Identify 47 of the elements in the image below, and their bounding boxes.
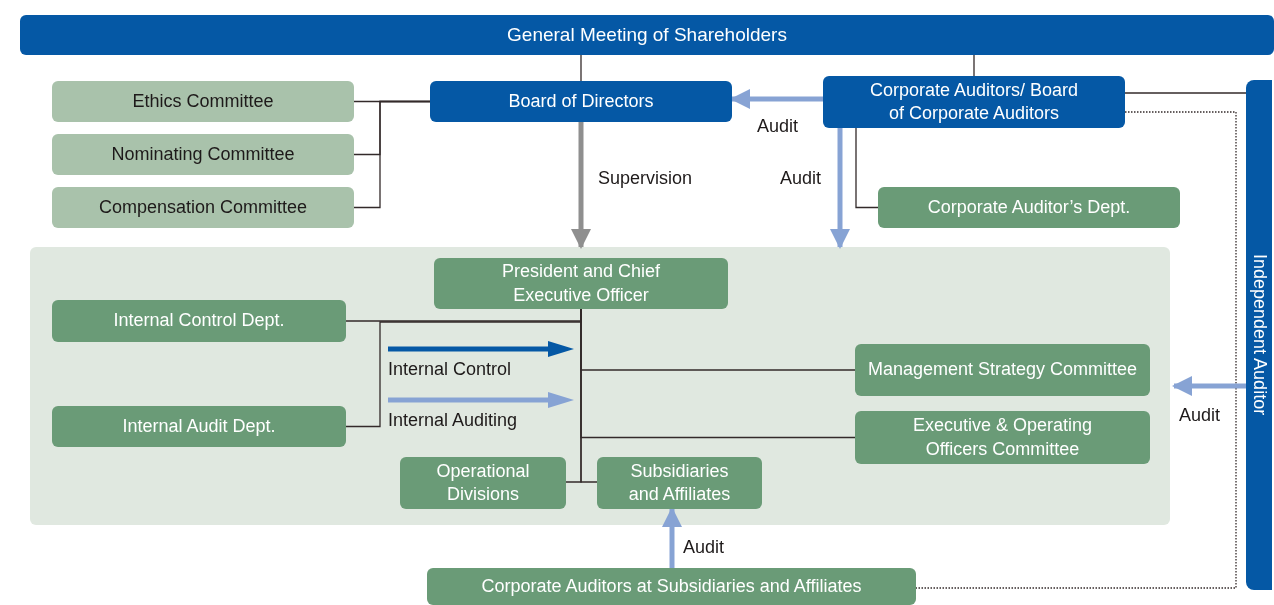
org-box (427, 568, 916, 605)
legend-label: Internal Auditing (388, 410, 518, 431)
connector-line (1124, 92, 1247, 94)
org-box (52, 300, 346, 342)
box-label: Executive & Operating Officers Committee (911, 414, 1094, 461)
connector-line (580, 54, 582, 82)
org-box (400, 457, 566, 509)
connector-line (855, 127, 879, 209)
org-box (855, 344, 1150, 396)
legend-label: Internal Control (388, 359, 512, 380)
box-label: Board of Directors (508, 89, 654, 113)
org-box (823, 76, 1125, 128)
box-label: Corporate Auditor’s Dept. (927, 195, 1131, 219)
box-label: Management Strategy Committee (867, 358, 1138, 382)
connector-line (580, 308, 598, 483)
org-box (430, 81, 732, 122)
box-label: Ethics Committee (132, 89, 274, 113)
org-box (52, 81, 354, 122)
org-box (878, 187, 1180, 228)
org-box (52, 406, 346, 447)
executive-area-panel (30, 247, 1170, 525)
arrow (571, 122, 591, 249)
box-label: Internal Control Dept. (113, 309, 285, 333)
box-label: Independent Auditor (1248, 254, 1271, 416)
box-label: Compensation Committee (98, 195, 308, 219)
box-label: Nominating Committee (111, 142, 295, 166)
vertical-box (1246, 80, 1272, 590)
box-label: Corporate Auditors/ Board of Corporate Auditors (868, 78, 1080, 125)
connector-line (915, 111, 1237, 589)
org-box (855, 411, 1150, 464)
box-label: Corporate Auditors at Subsidiaries and Affiliates (481, 574, 862, 598)
arrow (662, 507, 682, 568)
box-label: Internal Audit Dept. (122, 414, 276, 438)
org-box (597, 457, 762, 509)
connector-line (973, 54, 975, 77)
org-box (52, 187, 354, 228)
box-label: Subsidiaries and Affiliates (627, 459, 732, 506)
org-box (434, 258, 728, 309)
box-label: Operational Divisions (435, 459, 531, 506)
org-box (20, 15, 1274, 55)
connector-line (353, 100, 431, 209)
org-box (52, 134, 354, 175)
box-label: General Meeting of Shareholders (507, 22, 787, 47)
arrow (730, 89, 823, 109)
arrow (830, 128, 850, 249)
box-label: President and Chief Executive Officer (500, 260, 662, 307)
arrow (1172, 376, 1246, 396)
